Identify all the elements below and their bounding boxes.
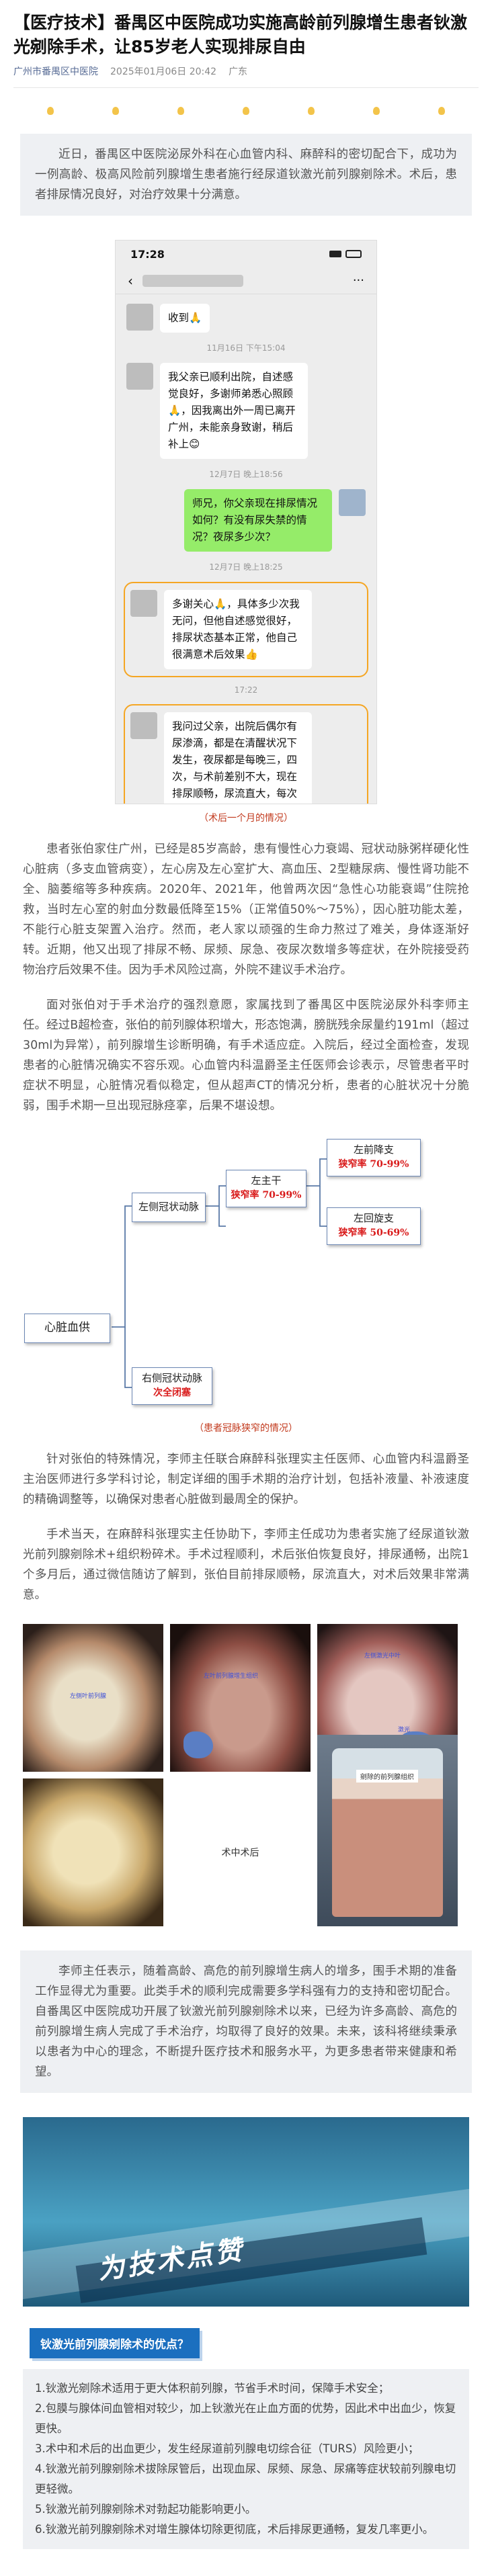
- benefit-item: 4.钬激光前列腺剜除术拔除尿管后，出现血尿、尿频、尿急、尿痛等症状较前列腺电切更…: [35, 2462, 456, 2495]
- surgery-photo: 左侧叶前列腺: [23, 1624, 163, 1772]
- avatar[interactable]: [126, 304, 153, 331]
- chat-timestamp: 12月7日 晚上18:25: [209, 562, 283, 572]
- surgery-photo: [23, 1778, 163, 1926]
- diagram-label: 左回旋支: [353, 1212, 394, 1224]
- chat-message: 我问过父亲，出院后偶尔有尿渗滴，都是在清醒状况下发生，夜尿都是每晚三，四次，与术…: [130, 712, 362, 804]
- summary-box: 李师主任表示，随着高龄、高危的前列腺增生病人的增多，围手术期的准备工作显得尤为重…: [20, 1950, 472, 2093]
- battery-icon: [345, 250, 362, 258]
- chat-bubble[interactable]: 多谢关心🙏，具体多少次我无问，但他自述感觉很好，排尿状态基本正常，他自己很满意术…: [164, 590, 312, 669]
- body-paragraph: 针对张伯的特殊情况，李师主任联合麻醉科张理实主任医师、心血管内科温爵圣主治医师进…: [23, 1453, 469, 1506]
- blurred-contact-name: [142, 274, 243, 287]
- diagram-left-coronary: 左侧冠状动脉: [132, 1193, 206, 1222]
- photo-annotation: 激光: [398, 1727, 411, 1733]
- surgery-photo-caption: 术中术后: [170, 1778, 311, 1926]
- article-source-link[interactable]: 广州市番禺区中医院: [13, 67, 98, 77]
- surgery-photo: 左叶前列腺增生组织: [170, 1624, 311, 1772]
- benefit-item: 1.钬激光剜除术适用于更大体积前列腺，节省手术时间，保障手术安全；: [35, 2382, 390, 2395]
- diagram-rate: 次全闭塞: [153, 1387, 191, 1398]
- diagram-label: 左前降支: [353, 1144, 394, 1156]
- intro-paragraph: 近日，番禺区中医院泌尿外科在心血管内科、麻醉科的密切配合下，成功为一例高龄、极高…: [35, 148, 457, 202]
- chat-message: 收到🙏: [126, 304, 366, 333]
- article-meta: 广州市番禺区中医院 2025年01月06日 20:42 广东: [0, 59, 492, 78]
- diagram-left-main: 左主干 狭窄率 70-99%: [226, 1170, 306, 1207]
- body-section-2: 针对张伯的特殊情况，李师主任联合麻醉科张理实主任医师、心血管内科温爵圣主治医师进…: [0, 1449, 492, 1605]
- highlighted-message: 多谢关心🙏，具体多少次我无问，但他自述感觉很好，排尿状态基本正常，他自己很满意术…: [124, 582, 368, 677]
- diagram-rate: 狭窄率 70-99%: [231, 1190, 302, 1201]
- diagram-lad: 左前降支 狭窄率 70-99%: [327, 1139, 421, 1176]
- laser-fiber-icon: [183, 1731, 213, 1758]
- more-icon[interactable]: ···: [352, 273, 364, 288]
- chat-bubble[interactable]: 我问过父亲，出院后偶尔有尿渗滴，都是在清醒状况下发生，夜尿都是每晚三，四次，与术…: [164, 712, 312, 804]
- highlighted-message: 我问过父亲，出院后偶尔有尿渗滴，都是在清醒状况下发生，夜尿都是每晚三，四次，与术…: [124, 704, 368, 804]
- diagram-rate: 狭窄率 70-99%: [338, 1159, 409, 1170]
- chat-bubble[interactable]: 收到🙏: [160, 304, 210, 333]
- diagram-heart-blood-supply: 心脏血供: [24, 1314, 110, 1343]
- diagram-label: 右侧冠状动脉: [141, 1372, 202, 1384]
- chat-header: ‹ ···: [116, 267, 376, 294]
- back-arrow-icon[interactable]: ‹: [128, 272, 133, 289]
- avatar[interactable]: [339, 489, 366, 516]
- avatar[interactable]: [130, 712, 157, 739]
- chat-timestamp: 11月16日 下午15:04: [206, 343, 286, 353]
- intro-box: 近日，番禺区中医院泌尿外科在心血管内科、麻醉科的密切配合下，成功为一例高龄、极高…: [20, 134, 472, 216]
- article-datetime: 2025年01月06日 20:42: [110, 67, 217, 77]
- title-divider: [13, 87, 479, 88]
- benefits-heading: 钬激光前列腺剜除术的优点？: [30, 2328, 200, 2358]
- benefit-item: 3.术中和术后的出血更少，发生经尿道前列腺电切综合征（TURS）风险更小；: [35, 2442, 419, 2455]
- wechat-screenshot: 17:28 ‹ ··· 收到🙏 11月16日 下午15:04 我父亲已顺利出院，自述…: [115, 240, 377, 804]
- benefit-item: 5.钬激光前列腺剜除术对勃起功能影响更小。: [35, 2503, 257, 2516]
- diagram-caption: （患者冠脉狭窄的情况）: [194, 1423, 298, 1434]
- chat-caption: （术后一个月的情况）: [199, 813, 293, 824]
- phone-time: 17:28: [130, 247, 165, 261]
- photo-caption: 术中术后: [221, 1848, 259, 1858]
- jar-label: 剜除的前列腺组织: [356, 1770, 418, 1783]
- diagram-lcx: 左回旋支 狭窄率 50-69%: [327, 1207, 421, 1245]
- diagram-label: 左侧冠状动脉: [138, 1201, 199, 1213]
- flower-icon: [243, 107, 249, 115]
- flower-icon: [112, 107, 119, 115]
- chat-message: 多谢关心🙏，具体多少次我无问，但他自述感觉很好，排尿状态基本正常，他自己很满意术…: [130, 590, 362, 669]
- article-title: 【医疗技术】番禺区中医院成功实施高龄前列腺增生患者钬激光剜除手术，让85岁老人实…: [13, 13, 468, 56]
- chat-timestamp: 17:22: [234, 685, 258, 695]
- body-paragraph: 面对张伯对于手术治疗的强烈意愿，家属找到了番禺区中医院泌尿外科李师主任。经过B超…: [23, 998, 469, 1113]
- benefits-list: 1.钬激光剜除术适用于更大体积前列腺，节省手术时间，保障手术安全； 2.包膜与腺体…: [23, 2369, 469, 2549]
- body-section-1: 患者张伯家住广州，已经是85岁高龄，患有慢性心力衰竭、冠状动脉粥样硬化性心脏病（…: [0, 839, 492, 1116]
- diagram-connectors: [112, 1158, 327, 1388]
- phone-status-bar: 17:28: [116, 241, 376, 267]
- decorative-dots: [0, 88, 492, 127]
- chat-messages: 收到🙏 11月16日 下午15:04 我父亲已顺利出院，自述感觉良好，多谢师弟悉心照…: [116, 294, 376, 804]
- flower-icon: [47, 107, 54, 115]
- article-location: 广东: [229, 67, 248, 77]
- surgery-photo-grid: 左侧叶前列腺 左叶前列腺增生组织 左侧激光中叶 激光 术中术后 剜除的前列腺组织: [0, 1624, 492, 1926]
- body-paragraph: 患者张伯家住广州，已经是85岁高龄，患有慢性心力衰竭、冠状动脉粥样硬化性心脏病（…: [23, 843, 469, 977]
- specimen-jar-photo: 剜除的前列腺组织: [317, 1735, 458, 1926]
- summary-paragraph: 李师主任表示，随着高龄、高危的前列腺增生病人的增多，围手术期的准备工作显得尤为重…: [35, 1965, 457, 2079]
- praise-banner: 为技术点赞: [23, 2117, 469, 2307]
- chat-timestamp: 12月7日 晚上18:56: [209, 470, 283, 479]
- chat-message: 我父亲已顺利出院，自述感觉良好，多谢师弟悉心照顾🙏，因我离出外一周已离开广州，未…: [126, 363, 366, 459]
- coronary-diagram: 心脏血供 左侧冠状动脉 右侧冠状动脉 次全闭塞 左主干 狭窄率 70-99% 左…: [24, 1132, 468, 1414]
- flower-icon: [308, 107, 315, 115]
- diagram-label: 心脏血供: [44, 1321, 90, 1334]
- photo-annotation: 左侧叶前列腺: [70, 1693, 107, 1700]
- flower-icon: [373, 107, 380, 115]
- avatar[interactable]: [126, 363, 153, 390]
- flower-icon: [177, 107, 184, 115]
- benefit-item: 6.钬激光前列腺剜除术对增生腺体切除更彻底，术后排尿更通畅，复发几率更小。: [35, 2523, 434, 2536]
- diagram-label: 左主干: [251, 1174, 282, 1187]
- chat-bubble[interactable]: 师兄，你父亲现在排尿情况如何？有没有尿失禁的情况？夜尿多少次？: [184, 489, 332, 552]
- chat-message: 师兄，你父亲现在排尿情况如何？有没有尿失禁的情况？夜尿多少次？: [126, 489, 366, 552]
- body-paragraph: 手术当天，在麻醉科张理实主任协助下，李师主任成功为患者实施了经尿道钬激光前列腺剜…: [23, 1528, 469, 1602]
- signal-icon: [329, 251, 341, 257]
- avatar[interactable]: [130, 590, 157, 617]
- diagram-rate: 狭窄率 50-69%: [338, 1228, 409, 1238]
- flower-icon: [438, 107, 445, 115]
- photo-annotation: 左侧激光中叶: [364, 1653, 401, 1660]
- photo-annotation: 左叶前列腺增生组织: [204, 1673, 259, 1680]
- benefit-item: 2.包膜与腺体间血管相对较少，加上钬激光在止血方面的优势，因此术中出血少，恢复更…: [35, 2402, 456, 2435]
- chat-bubble[interactable]: 我父亲已顺利出院，自述感觉良好，多谢师弟悉心照顾🙏，因我离出外一周已离开广州，未…: [160, 363, 308, 459]
- diagram-right-coronary: 右侧冠状动脉 次全闭塞: [132, 1367, 212, 1405]
